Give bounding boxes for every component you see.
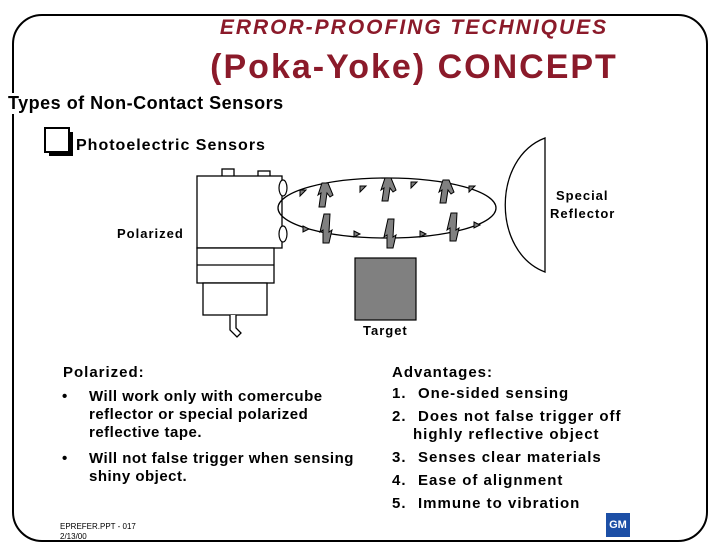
label-special: Special bbox=[556, 188, 609, 203]
advantages-list: 1.One-sided sensing 2.Does not false tri… bbox=[392, 385, 632, 518]
section-title: Types of Non-Contact Sensors bbox=[8, 93, 288, 114]
slide-title-line2: (Poka-Yoke) CONCEPT bbox=[210, 48, 618, 86]
footer: EPREFER.PPT - 017 2/13/00 bbox=[60, 522, 136, 542]
polarized-list: Will work only with comercube reflector … bbox=[60, 388, 360, 494]
list-item: Will work only with comercube reflector … bbox=[60, 388, 360, 442]
label-target: Target bbox=[363, 323, 408, 338]
special-reflector bbox=[504, 137, 546, 273]
label-polarized: Polarized bbox=[117, 226, 184, 241]
list-item: 5.Immune to vibration bbox=[392, 495, 581, 512]
footer-date: 2/13/00 bbox=[60, 532, 87, 541]
list-item: Will not false trigger when sensing shin… bbox=[60, 450, 360, 486]
slide-title-line1: ERROR-PROOFING TECHNIQUES bbox=[219, 16, 609, 39]
target-block bbox=[354, 257, 417, 321]
advantages-heading: Advantages: bbox=[392, 364, 494, 381]
polarized-heading: Polarized: bbox=[63, 364, 145, 381]
gm-logo: GM bbox=[606, 513, 630, 537]
lens-icon bbox=[278, 179, 288, 243]
footer-file: EPREFER.PPT - 017 bbox=[60, 522, 136, 531]
list-item: 4.Ease of alignment bbox=[392, 472, 564, 489]
slide-frame bbox=[12, 14, 708, 542]
list-item: 3.Senses clear materials bbox=[392, 449, 602, 466]
label-reflector: Reflector bbox=[550, 206, 616, 221]
list-item: 1.One-sided sensing bbox=[392, 385, 570, 402]
arrow-marks bbox=[299, 177, 482, 249]
sensor-body bbox=[196, 168, 283, 338]
checkbox-icon bbox=[44, 127, 73, 156]
subheading: Photoelectric Sensors bbox=[76, 137, 266, 154]
